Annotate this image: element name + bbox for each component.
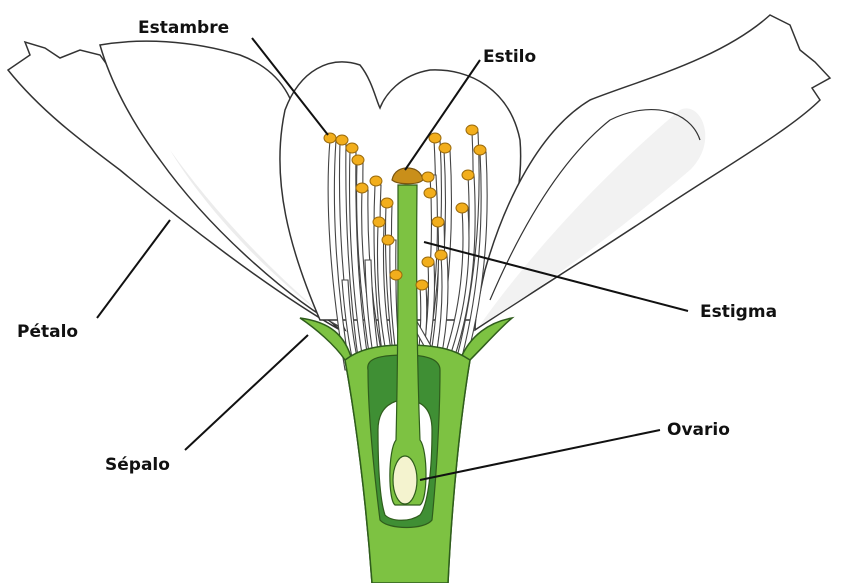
label-estilo: Estilo (483, 47, 536, 67)
label-estigma: Estigma (700, 302, 777, 322)
label-sepalo: Sépalo (105, 455, 170, 475)
leader-petalo (97, 220, 170, 318)
ovule (393, 456, 417, 504)
leader-sepalo (185, 335, 308, 450)
label-estambre: Estambre (138, 18, 229, 38)
label-petalo: Pétalo (17, 322, 78, 342)
label-ovario: Ovario (667, 420, 730, 440)
